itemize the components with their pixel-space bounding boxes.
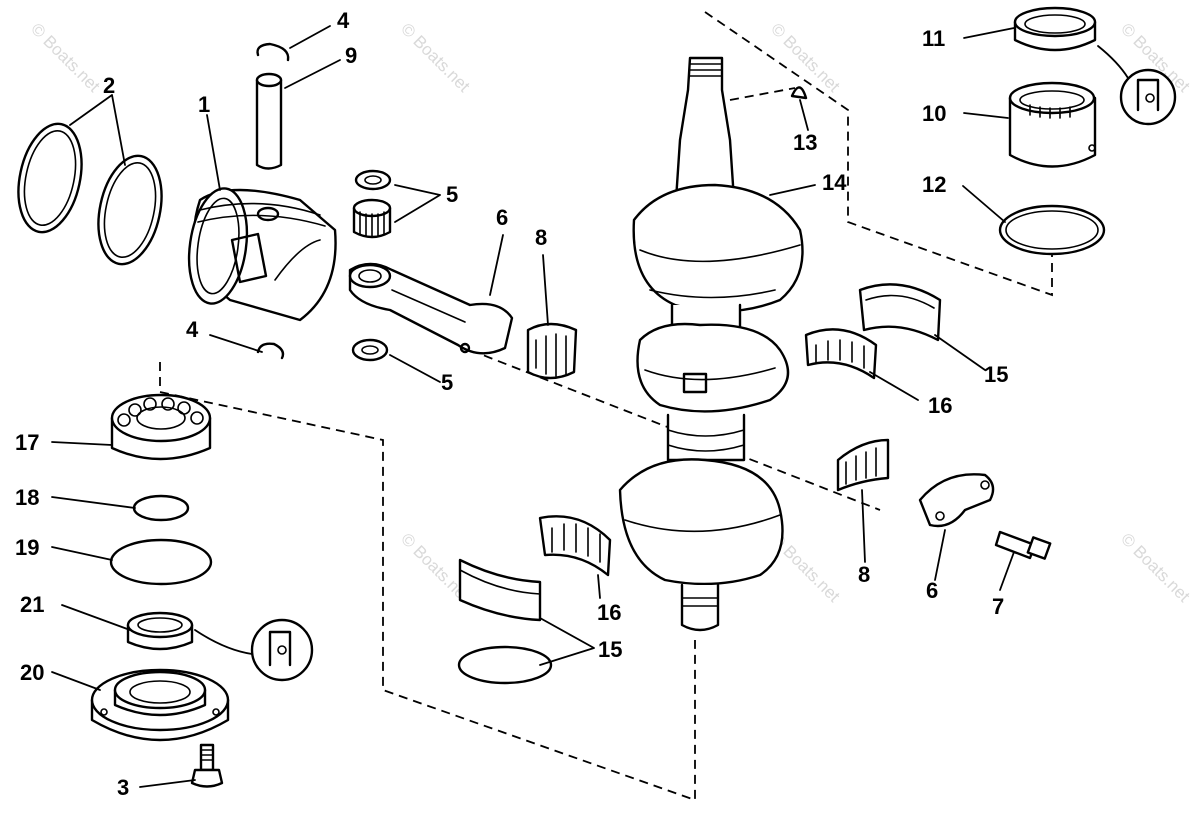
seal xyxy=(1013,6,1097,52)
callout-19: 19 xyxy=(15,535,39,560)
piston xyxy=(187,187,337,322)
callout-14: 14 xyxy=(822,170,847,195)
callouts: 2 1 4 9 5 6 8 4 5 13 14 11 10 12 15 16 8… xyxy=(15,8,1008,800)
callout-2: 2 xyxy=(103,73,115,98)
callout-8-top: 8 xyxy=(535,225,547,250)
callout-5-top: 5 xyxy=(446,182,458,207)
callout-16-right: 16 xyxy=(928,393,952,418)
liner-upper-right xyxy=(858,283,942,342)
callout-17: 17 xyxy=(15,430,39,455)
liner-lower-left xyxy=(458,558,542,622)
retaining-ring-top xyxy=(256,42,290,62)
bearing-assembly-dash-box xyxy=(704,11,1053,297)
ball-bearing xyxy=(110,393,212,461)
callout-4-top: 4 xyxy=(337,8,350,33)
callout-10: 10 xyxy=(922,101,946,126)
crankshaft xyxy=(618,56,804,632)
seal-lower xyxy=(126,611,194,651)
watermark-7: © Boats.net xyxy=(1117,529,1194,606)
callout-21: 21 xyxy=(20,592,44,617)
rod-screw xyxy=(994,530,1052,560)
o-ring xyxy=(998,204,1106,256)
bearing-half-lower-left xyxy=(538,515,612,577)
leader-lines xyxy=(51,25,1015,788)
callout-1: 1 xyxy=(198,92,210,117)
bearing-retainer-lower-right xyxy=(836,438,890,492)
axis-dash-2 xyxy=(729,87,796,101)
needle-bearing-wrist-pin xyxy=(352,198,392,239)
callout-3: 3 xyxy=(117,775,129,800)
wrist-pin xyxy=(255,72,283,170)
callout-12: 12 xyxy=(922,172,946,197)
retaining-ring-lower xyxy=(132,494,190,522)
needle-bearing xyxy=(1008,81,1097,168)
seal-lower-inset-leader xyxy=(194,629,253,655)
bearing-half-upper-right xyxy=(804,328,878,380)
callout-15-right: 15 xyxy=(984,362,1008,387)
callout-13: 13 xyxy=(793,130,817,155)
watermark-2: © Boats.net xyxy=(397,19,474,96)
o-ring-lower xyxy=(109,538,213,586)
liner-ring-lower-left xyxy=(457,645,553,685)
thrust-washer-top xyxy=(354,169,392,191)
callout-11: 11 xyxy=(922,26,945,51)
callout-16-left: 16 xyxy=(597,600,621,625)
screw xyxy=(190,743,224,788)
callout-5-bottom: 5 xyxy=(441,370,453,395)
watermark-1: © Boats.net xyxy=(27,19,104,96)
lower-assembly-dash-box xyxy=(159,362,696,802)
callout-18: 18 xyxy=(15,485,39,510)
retaining-ring-bottom xyxy=(256,342,285,360)
seal-inset-leader xyxy=(1097,45,1129,79)
connecting-rod xyxy=(348,262,514,355)
bearing-retainer-upper xyxy=(526,322,578,380)
thrust-washer-bottom xyxy=(351,338,389,362)
connecting-rod-cap xyxy=(918,473,995,528)
axis-dash-1 xyxy=(469,349,881,511)
callout-9: 9 xyxy=(345,43,357,68)
seal-detail-inset xyxy=(1119,68,1177,126)
watermark-3: © Boats.net xyxy=(767,19,844,96)
callout-4-bottom: 4 xyxy=(186,317,199,342)
callout-15-left: 15 xyxy=(598,637,622,662)
seal-lower-detail-inset xyxy=(250,618,314,682)
callout-6-bottom: 6 xyxy=(926,578,938,603)
callout-8-bottom: 8 xyxy=(858,562,870,587)
callout-20: 20 xyxy=(20,660,44,685)
bearing-housing xyxy=(90,668,230,742)
piston-rings xyxy=(17,122,163,266)
callout-7: 7 xyxy=(992,594,1004,619)
callout-6-top: 6 xyxy=(496,205,508,230)
key xyxy=(790,86,808,100)
